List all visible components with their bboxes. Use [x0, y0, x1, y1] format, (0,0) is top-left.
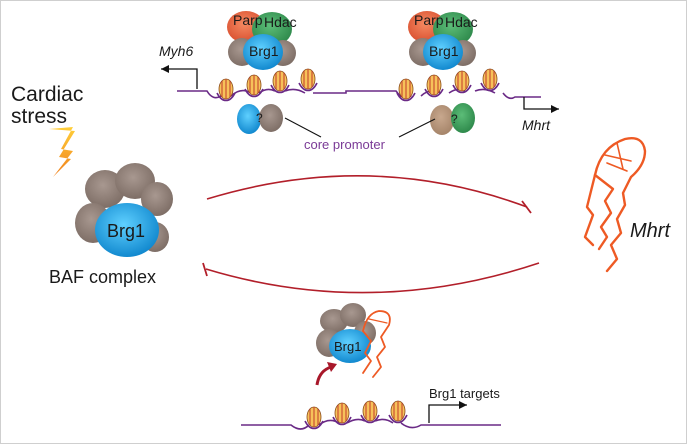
- myh6-label: Myh6: [159, 43, 193, 59]
- brg1-targets-label: Brg1 targets: [429, 386, 500, 401]
- cardiac-label: Cardiac: [11, 83, 83, 106]
- mhrt-lncrna: [583, 137, 647, 273]
- cardiac-stress: Cardiac stress: [11, 83, 83, 177]
- unknown-factor: [237, 104, 261, 134]
- baf-inhibits-mhrt-arc: [206, 175, 528, 208]
- brg1-targets-arrow: Brg1 targets: [428, 386, 500, 423]
- core-promoter-callout: core promoter: [284, 117, 436, 152]
- unknown-factor-label: ?: [256, 111, 263, 125]
- bottom-dna-strand: [241, 400, 501, 430]
- top-dna-strand: [177, 68, 541, 102]
- unknown-factors-right: ?: [430, 103, 475, 135]
- unknown-factor: [451, 103, 475, 133]
- mhrt-inhibits-baf-arc: [205, 262, 540, 294]
- stress-label: stress: [11, 105, 67, 128]
- myh6-repressor-complex: Parp Hdac Brg1: [227, 11, 297, 70]
- brg1-label: Brg1: [334, 339, 361, 354]
- parp-label: Parp: [414, 12, 444, 28]
- baf-subunit: [141, 182, 173, 216]
- mutual-inhibition-loop: [202, 175, 540, 294]
- brg1-label: Brg1: [429, 43, 459, 59]
- inhibition-bar: [521, 200, 532, 214]
- brg1-subunit: [95, 203, 159, 257]
- core-promoter-label: core promoter: [304, 137, 386, 152]
- brg1-subunit: [423, 34, 463, 70]
- mhrt-rna-label: Mhrt: [630, 220, 671, 242]
- baf-subunit: [85, 170, 125, 208]
- brg1-subunit: [243, 34, 283, 70]
- mhrt-tss-arrow: Mhrt: [522, 97, 559, 133]
- mhrt-rna-bound: [362, 310, 391, 378]
- brg1-mhrt-bound-complex: Brg1: [315, 303, 391, 386]
- myh6-tss-arrow: Myh6: [159, 43, 198, 89]
- parp-label: Parp: [233, 12, 263, 28]
- baf-complex: Brg1 BAF complex: [49, 163, 173, 287]
- baf-complex-label: BAF complex: [49, 267, 156, 287]
- recruitment-arrow: [315, 365, 332, 386]
- unknown-factor: [259, 104, 283, 132]
- hdac-label: Hdac: [264, 14, 297, 30]
- lightning-icon: [49, 127, 75, 177]
- baf-subunit: [340, 303, 366, 327]
- unknown-factors-left: ?: [237, 104, 283, 134]
- unknown-factor-label: ?: [451, 112, 458, 126]
- mhrt-gene-label: Mhrt: [522, 117, 551, 133]
- brg1-label: Brg1: [107, 221, 145, 241]
- mhrt-repressor-complex: Parp Hdac Brg1: [408, 11, 478, 70]
- brg1-label: Brg1: [249, 43, 279, 59]
- inhibition-bar: [202, 262, 208, 277]
- unknown-factor: [430, 105, 454, 135]
- recruitment-arrowhead: [327, 362, 337, 372]
- hdac-label: Hdac: [445, 14, 478, 30]
- brg1-subunit: [329, 329, 371, 363]
